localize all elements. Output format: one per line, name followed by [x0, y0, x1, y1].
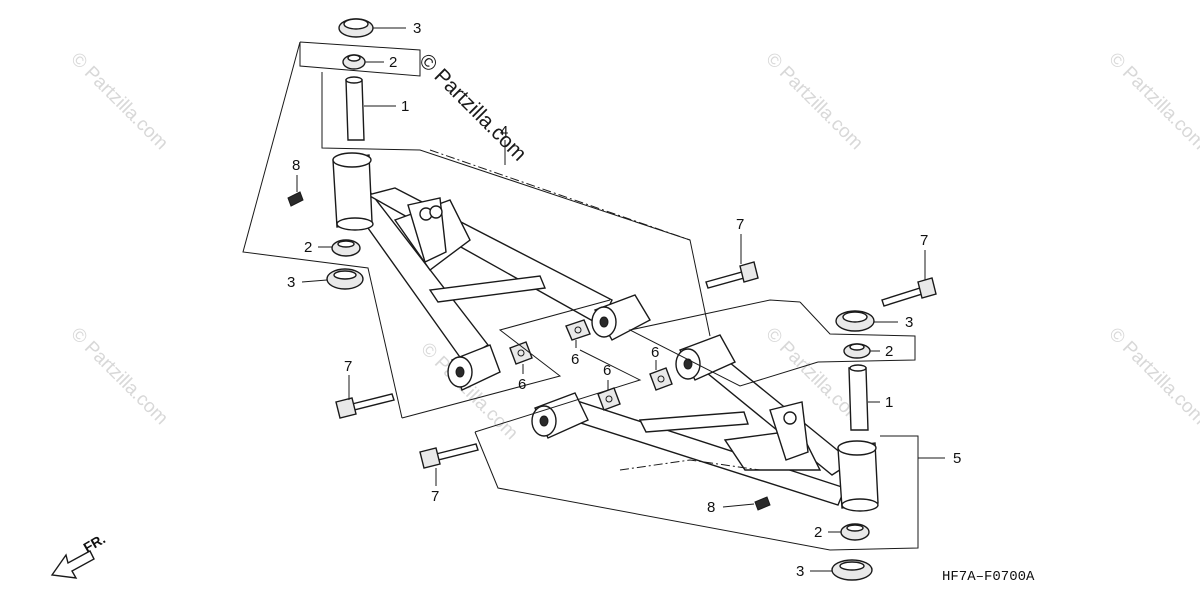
- right-washer-2-hole: [849, 343, 865, 351]
- callout-3-right: 3: [905, 314, 913, 331]
- lower-bracket-hole: [783, 411, 797, 425]
- callout-6-d: 6: [603, 362, 611, 379]
- upper-pin-line: [321, 72, 711, 337]
- front-direction-indicator: FR.: [50, 530, 109, 579]
- upper-washer-2-hole: [347, 54, 361, 62]
- bolt-7-far-right-head: [917, 277, 937, 299]
- watermark-top-left: © Partzilla.com: [66, 49, 171, 154]
- callout-4: 4: [500, 123, 508, 140]
- assembly-outlines: [242, 41, 919, 551]
- bolt-7-left-shank: [351, 393, 395, 411]
- upper-grease-fitting: [287, 191, 304, 207]
- callout-2-right: 2: [885, 343, 893, 360]
- lower-shock-bracket: [769, 401, 809, 461]
- callout-3-upper-left: 3: [287, 274, 295, 291]
- watermark-bottom-right: © Partzilla.com: [1104, 324, 1200, 429]
- callout-2-top: 2: [389, 54, 397, 71]
- front-label: FR.: [81, 530, 109, 555]
- upper-cap-3-top: [343, 18, 369, 30]
- bottom-cap-3-rim: [839, 561, 865, 571]
- callout-7-far-right: 7: [920, 232, 928, 249]
- upper-bottom-bracket: [401, 299, 611, 419]
- upper-left-washer-2-hole: [337, 240, 355, 248]
- callout-3-bottom: 3: [796, 563, 804, 580]
- upper-dash-line: [429, 149, 691, 241]
- bottom-washer-2-hole: [846, 524, 864, 532]
- right-stack-parts: [754, 310, 875, 581]
- nut-6-a-hole: [574, 326, 582, 334]
- upper-front-bushing-hole: [455, 366, 465, 378]
- right-cap-3-top: [842, 311, 868, 323]
- right-collar-1: [848, 367, 869, 431]
- right-collar-1-top: [849, 364, 867, 372]
- lower-grease-fitting: [754, 496, 771, 511]
- upper-arm-cross-tube: [428, 275, 546, 303]
- upper-left-bracket: [242, 41, 403, 419]
- upper-collar-1: [345, 79, 365, 141]
- callout-7-lower-left: 7: [431, 488, 439, 505]
- upper-group-outline: [299, 41, 421, 77]
- upper-arm-assembly: [332, 152, 651, 391]
- callout-3-top: 3: [413, 20, 421, 37]
- fasteners: [335, 261, 937, 469]
- callout-8-lower: 8: [707, 499, 715, 516]
- upper-bracket-hole-2: [429, 205, 443, 219]
- bolt-7-upper-right-shank: [705, 271, 745, 289]
- callout-leaders: [296, 27, 945, 572]
- leader-3-upper-left: [301, 279, 328, 283]
- callout-7-upper-right: 7: [736, 216, 744, 233]
- callout-8-upper: 8: [292, 157, 300, 174]
- lower-dash-line: [619, 459, 761, 471]
- watermark-layer: © Partzilla.com © Partzilla.com © Partzi…: [66, 49, 1200, 444]
- lower-front-line: [474, 349, 642, 433]
- upper-stack-parts: [287, 18, 374, 290]
- callout-6-b: 6: [518, 376, 526, 393]
- lower-arm-assembly: [531, 334, 879, 512]
- callout-1-right: 1: [885, 394, 893, 411]
- upper-left-cap-3-rim: [333, 270, 357, 280]
- front-arrow-icon: [50, 550, 95, 579]
- lower-housing-bottom: [841, 498, 879, 512]
- leader-8-lower: [722, 503, 755, 508]
- callout-5: 5: [953, 450, 961, 467]
- bolt-7-lower-left-shank: [435, 443, 479, 461]
- bolt-7-upper-right-head: [739, 261, 759, 283]
- callout-numbers: 3 2 1 4 8 2 3 7 7 3 2 1 5 6 6 6 6 7 7 8 …: [287, 20, 961, 580]
- callout-7-left: 7: [344, 358, 352, 375]
- bolt-7-lower-left-head: [419, 447, 441, 469]
- nut-6-d: [597, 387, 621, 411]
- upper-housing-top: [332, 152, 372, 168]
- upper-rear-bushing-hole: [599, 316, 609, 328]
- bolt-7-far-right-shank: [881, 287, 923, 307]
- right-group-outline: [628, 299, 819, 387]
- diagram-code: HF7A–F0700A: [942, 569, 1035, 585]
- lower-arm-cross-tube: [638, 411, 749, 433]
- upper-collar-1-top: [345, 76, 363, 84]
- lower-housing-top: [837, 440, 877, 456]
- callout-1-top: 1: [401, 98, 409, 115]
- nut-6-a: [565, 319, 591, 341]
- nut-6-c: [649, 367, 673, 391]
- watermark-main: © Partzilla.com: [414, 49, 530, 165]
- right-group-top-line: [799, 301, 916, 363]
- callout-2-bottom: 2: [814, 524, 822, 541]
- lower-group-outline: [474, 431, 919, 551]
- watermark-top-mid: © Partzilla.com: [761, 49, 866, 154]
- nut-6-b-hole: [517, 349, 525, 357]
- callout-6-c: 6: [651, 344, 659, 361]
- lower-front-bushing-hole: [539, 415, 549, 427]
- watermark-bottom-left: © Partzilla.com: [66, 324, 171, 429]
- nut-6-b: [509, 341, 533, 365]
- bolt-7-left-head: [335, 397, 357, 419]
- upper-housing-bottom: [336, 217, 374, 231]
- callout-6-a: 6: [571, 351, 579, 368]
- nut-6-c-hole: [657, 375, 665, 383]
- watermark-top-right: © Partzilla.com: [1104, 49, 1200, 154]
- nut-6-d-hole: [605, 395, 613, 403]
- callout-2-upper-left: 2: [304, 239, 312, 256]
